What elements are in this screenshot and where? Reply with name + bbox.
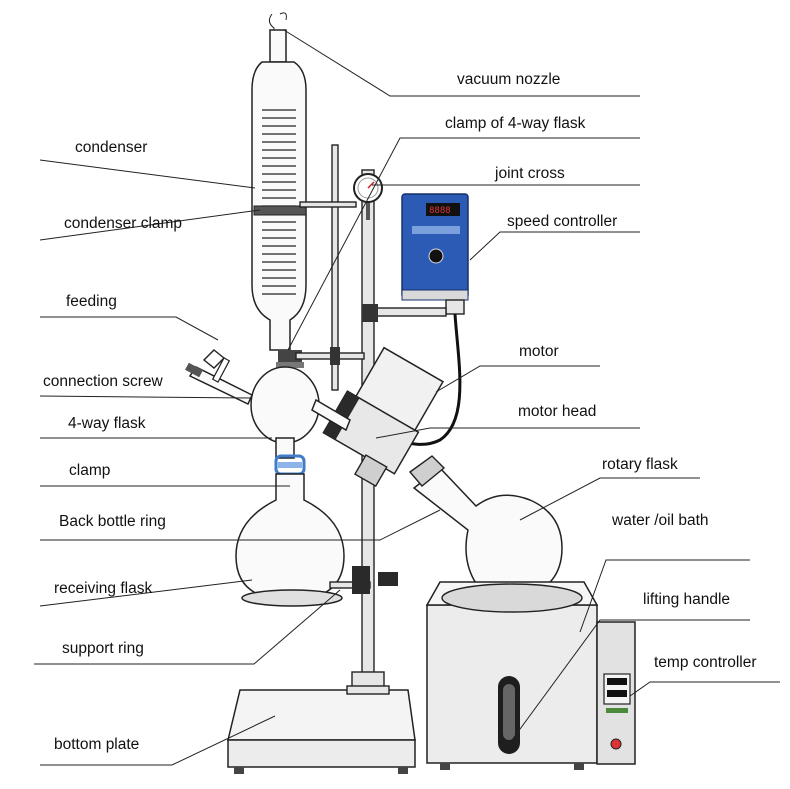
label-water-oil-bath: water /oil bath bbox=[611, 512, 709, 529]
motor-shape bbox=[322, 346, 444, 488]
speed-controller-box: 8888 bbox=[401, 193, 469, 315]
rotary-evaporator-illustration: 8888 bbox=[185, 12, 636, 774]
rotary-flask-shape bbox=[408, 455, 563, 600]
svg-text:8888: 8888 bbox=[429, 206, 451, 216]
label-condenser: condenser bbox=[75, 139, 147, 156]
label-receiving-flask: receiving flask bbox=[54, 580, 152, 597]
label-motor: motor bbox=[519, 343, 559, 360]
pressure-gauge-icon bbox=[353, 173, 383, 220]
label-joint-cross: joint cross bbox=[494, 165, 565, 182]
receiving-flask-shape bbox=[235, 473, 345, 607]
bottom-plate-shape bbox=[227, 689, 416, 774]
condenser-shape bbox=[251, 12, 357, 368]
controller-bracket bbox=[362, 304, 447, 322]
label-lifting-handle: lifting handle bbox=[643, 591, 730, 608]
label-clamp-4way-flask: clamp of 4-way flask bbox=[445, 115, 586, 132]
label-condenser-clamp: condenser clamp bbox=[64, 215, 182, 232]
knob-icon bbox=[428, 248, 444, 264]
leader-lines bbox=[34, 29, 780, 766]
water-bath-shape bbox=[425, 581, 599, 770]
label-speed-controller: speed controller bbox=[507, 213, 617, 230]
support-ring-arm bbox=[329, 566, 398, 594]
labels: vacuum nozzle condenser clamp of 4-way f… bbox=[43, 71, 757, 753]
four-way-clamp-arm bbox=[295, 347, 365, 365]
label-4way-flask: 4-way flask bbox=[68, 415, 146, 432]
display-panel-icon: 8888 bbox=[426, 203, 460, 216]
label-temp-controller: temp controller bbox=[654, 654, 757, 671]
label-vacuum-nozzle: vacuum nozzle bbox=[457, 71, 560, 88]
label-connection-screw: connection screw bbox=[43, 373, 164, 390]
temp-controller-shape bbox=[596, 621, 636, 765]
label-motor-head: motor head bbox=[518, 403, 596, 420]
four-way-flask-shape bbox=[185, 349, 351, 459]
label-clamp: clamp bbox=[69, 462, 110, 479]
label-feeding: feeding bbox=[66, 293, 117, 310]
label-support-ring: support ring bbox=[62, 640, 144, 657]
label-back-bottle-ring: Back bottle ring bbox=[59, 513, 166, 530]
label-rotary-flask: rotary flask bbox=[602, 456, 678, 473]
label-bottom-plate: bottom plate bbox=[54, 736, 139, 753]
